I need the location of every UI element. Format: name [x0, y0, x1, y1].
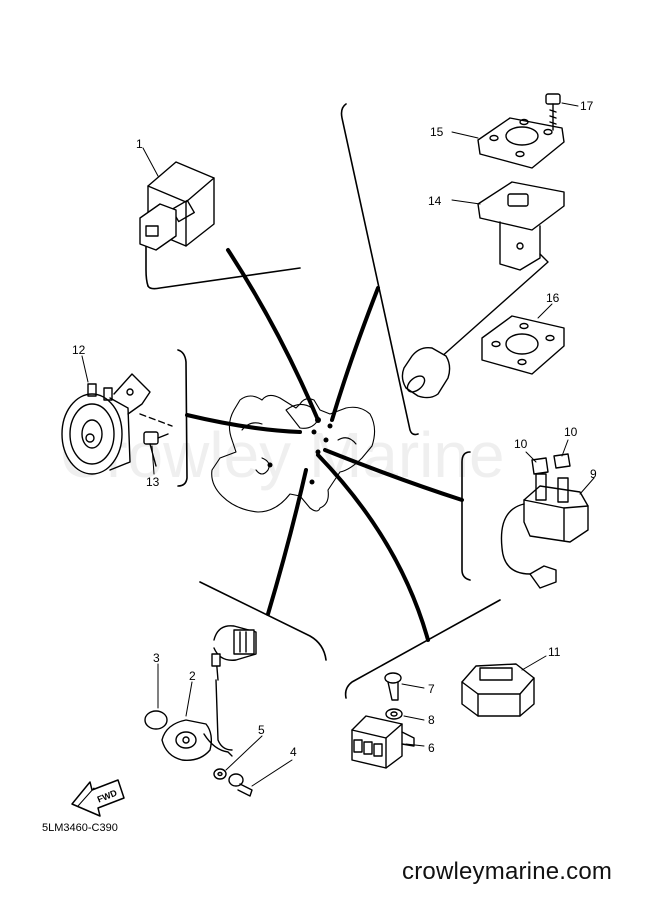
leader-line — [330, 286, 380, 422]
part-13-bolt — [143, 431, 169, 467]
part-14-float — [401, 346, 451, 399]
leader-line — [185, 413, 302, 434]
callout-10b: 10 — [564, 425, 578, 439]
part-9-starter-relay — [500, 473, 589, 589]
callout-4: 4 — [290, 745, 297, 759]
callout-7: 7 — [428, 682, 435, 696]
part-7-screw — [384, 672, 402, 701]
callout-2: 2 — [189, 669, 196, 683]
part-4-screw — [228, 773, 253, 797]
callout-3: 3 — [153, 651, 160, 665]
callout-15: 15 — [430, 125, 444, 139]
callout-5: 5 — [258, 723, 265, 737]
callout-16: 16 — [546, 291, 560, 305]
part-15-plate — [477, 117, 565, 169]
part-1-cdi-unit — [139, 161, 215, 251]
callout-8: 8 — [428, 713, 435, 727]
callout-17: 17 — [580, 99, 594, 113]
fwd-arrow — [71, 779, 125, 817]
callout-14: 14 — [428, 194, 442, 208]
part-8-washer — [385, 708, 403, 720]
callout-6: 6 — [428, 741, 435, 755]
part-10-nuts — [531, 453, 571, 475]
callout-9: 9 — [590, 467, 597, 481]
callout-1: 1 — [136, 137, 143, 151]
panel-bracket-top-left — [147, 267, 301, 290]
leader-line — [266, 468, 308, 616]
callout-13: 13 — [146, 475, 160, 489]
site-footer: crowleymarine.com — [402, 858, 613, 885]
panel-bracket-top-right — [340, 103, 419, 436]
part-2-neutral-switch — [161, 625, 257, 761]
callout-12: 12 — [72, 343, 86, 357]
panel-bracket-right — [461, 451, 471, 581]
part-3-o-ring — [144, 710, 168, 730]
scooter-outline — [211, 394, 376, 513]
part-16-gasket — [481, 315, 565, 375]
panel-bracket-bottom-left — [199, 581, 327, 661]
panel-bracket-bottom-right — [344, 599, 501, 699]
leader-line — [323, 448, 464, 502]
part-12-horn — [61, 373, 173, 475]
part-11-flasher-relay — [461, 663, 535, 717]
callout-11: 11 — [548, 645, 561, 659]
panel-bracket-left — [177, 349, 188, 487]
callout-10a: 10 — [514, 437, 528, 451]
diagram-code: 5LM3460-C390 — [42, 822, 118, 834]
part-6-rectifier — [351, 715, 415, 769]
part-17-bolt — [545, 93, 561, 131]
part-5-washer — [213, 768, 227, 780]
leader-line — [226, 248, 320, 422]
leader-1 — [142, 147, 159, 177]
part-14-fuel-sender — [439, 181, 565, 359]
